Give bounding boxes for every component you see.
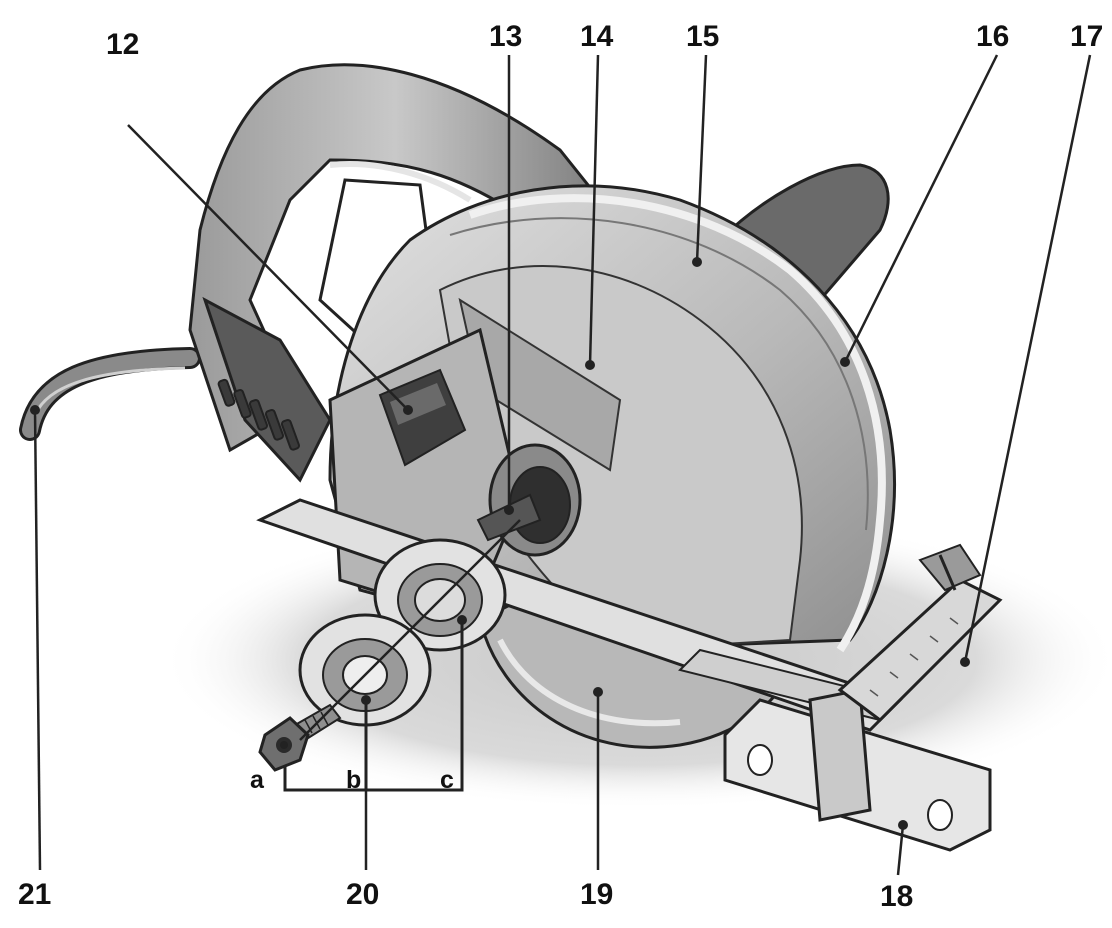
guard-rim [468, 194, 886, 653]
switch-lock-button [378, 368, 467, 467]
parallel-guide [723, 688, 992, 852]
abc-bracket [283, 620, 464, 792]
part-label-a: a [250, 766, 264, 794]
callout-21: 21 [18, 878, 52, 911]
callout-15: 15 [686, 20, 720, 53]
leader-dots [30, 257, 970, 830]
callout-16: 16 [976, 20, 1010, 53]
assembly-axis [299, 519, 521, 741]
power-cord [19, 347, 201, 441]
rear-handle [188, 63, 603, 483]
callout-14: 14 [580, 20, 614, 53]
guide-rail [837, 543, 1003, 722]
part-label-c: c [440, 766, 454, 794]
callout-17: 17 [1070, 20, 1104, 53]
part-label-b: b [346, 766, 362, 794]
callout-20: 20 [346, 878, 380, 911]
callout-19: 19 [580, 878, 614, 911]
callout-18: 18 [880, 880, 914, 913]
leader-lines [33, 54, 1092, 876]
callout-12: 12 [106, 28, 140, 61]
callout-13: 13 [489, 20, 523, 53]
